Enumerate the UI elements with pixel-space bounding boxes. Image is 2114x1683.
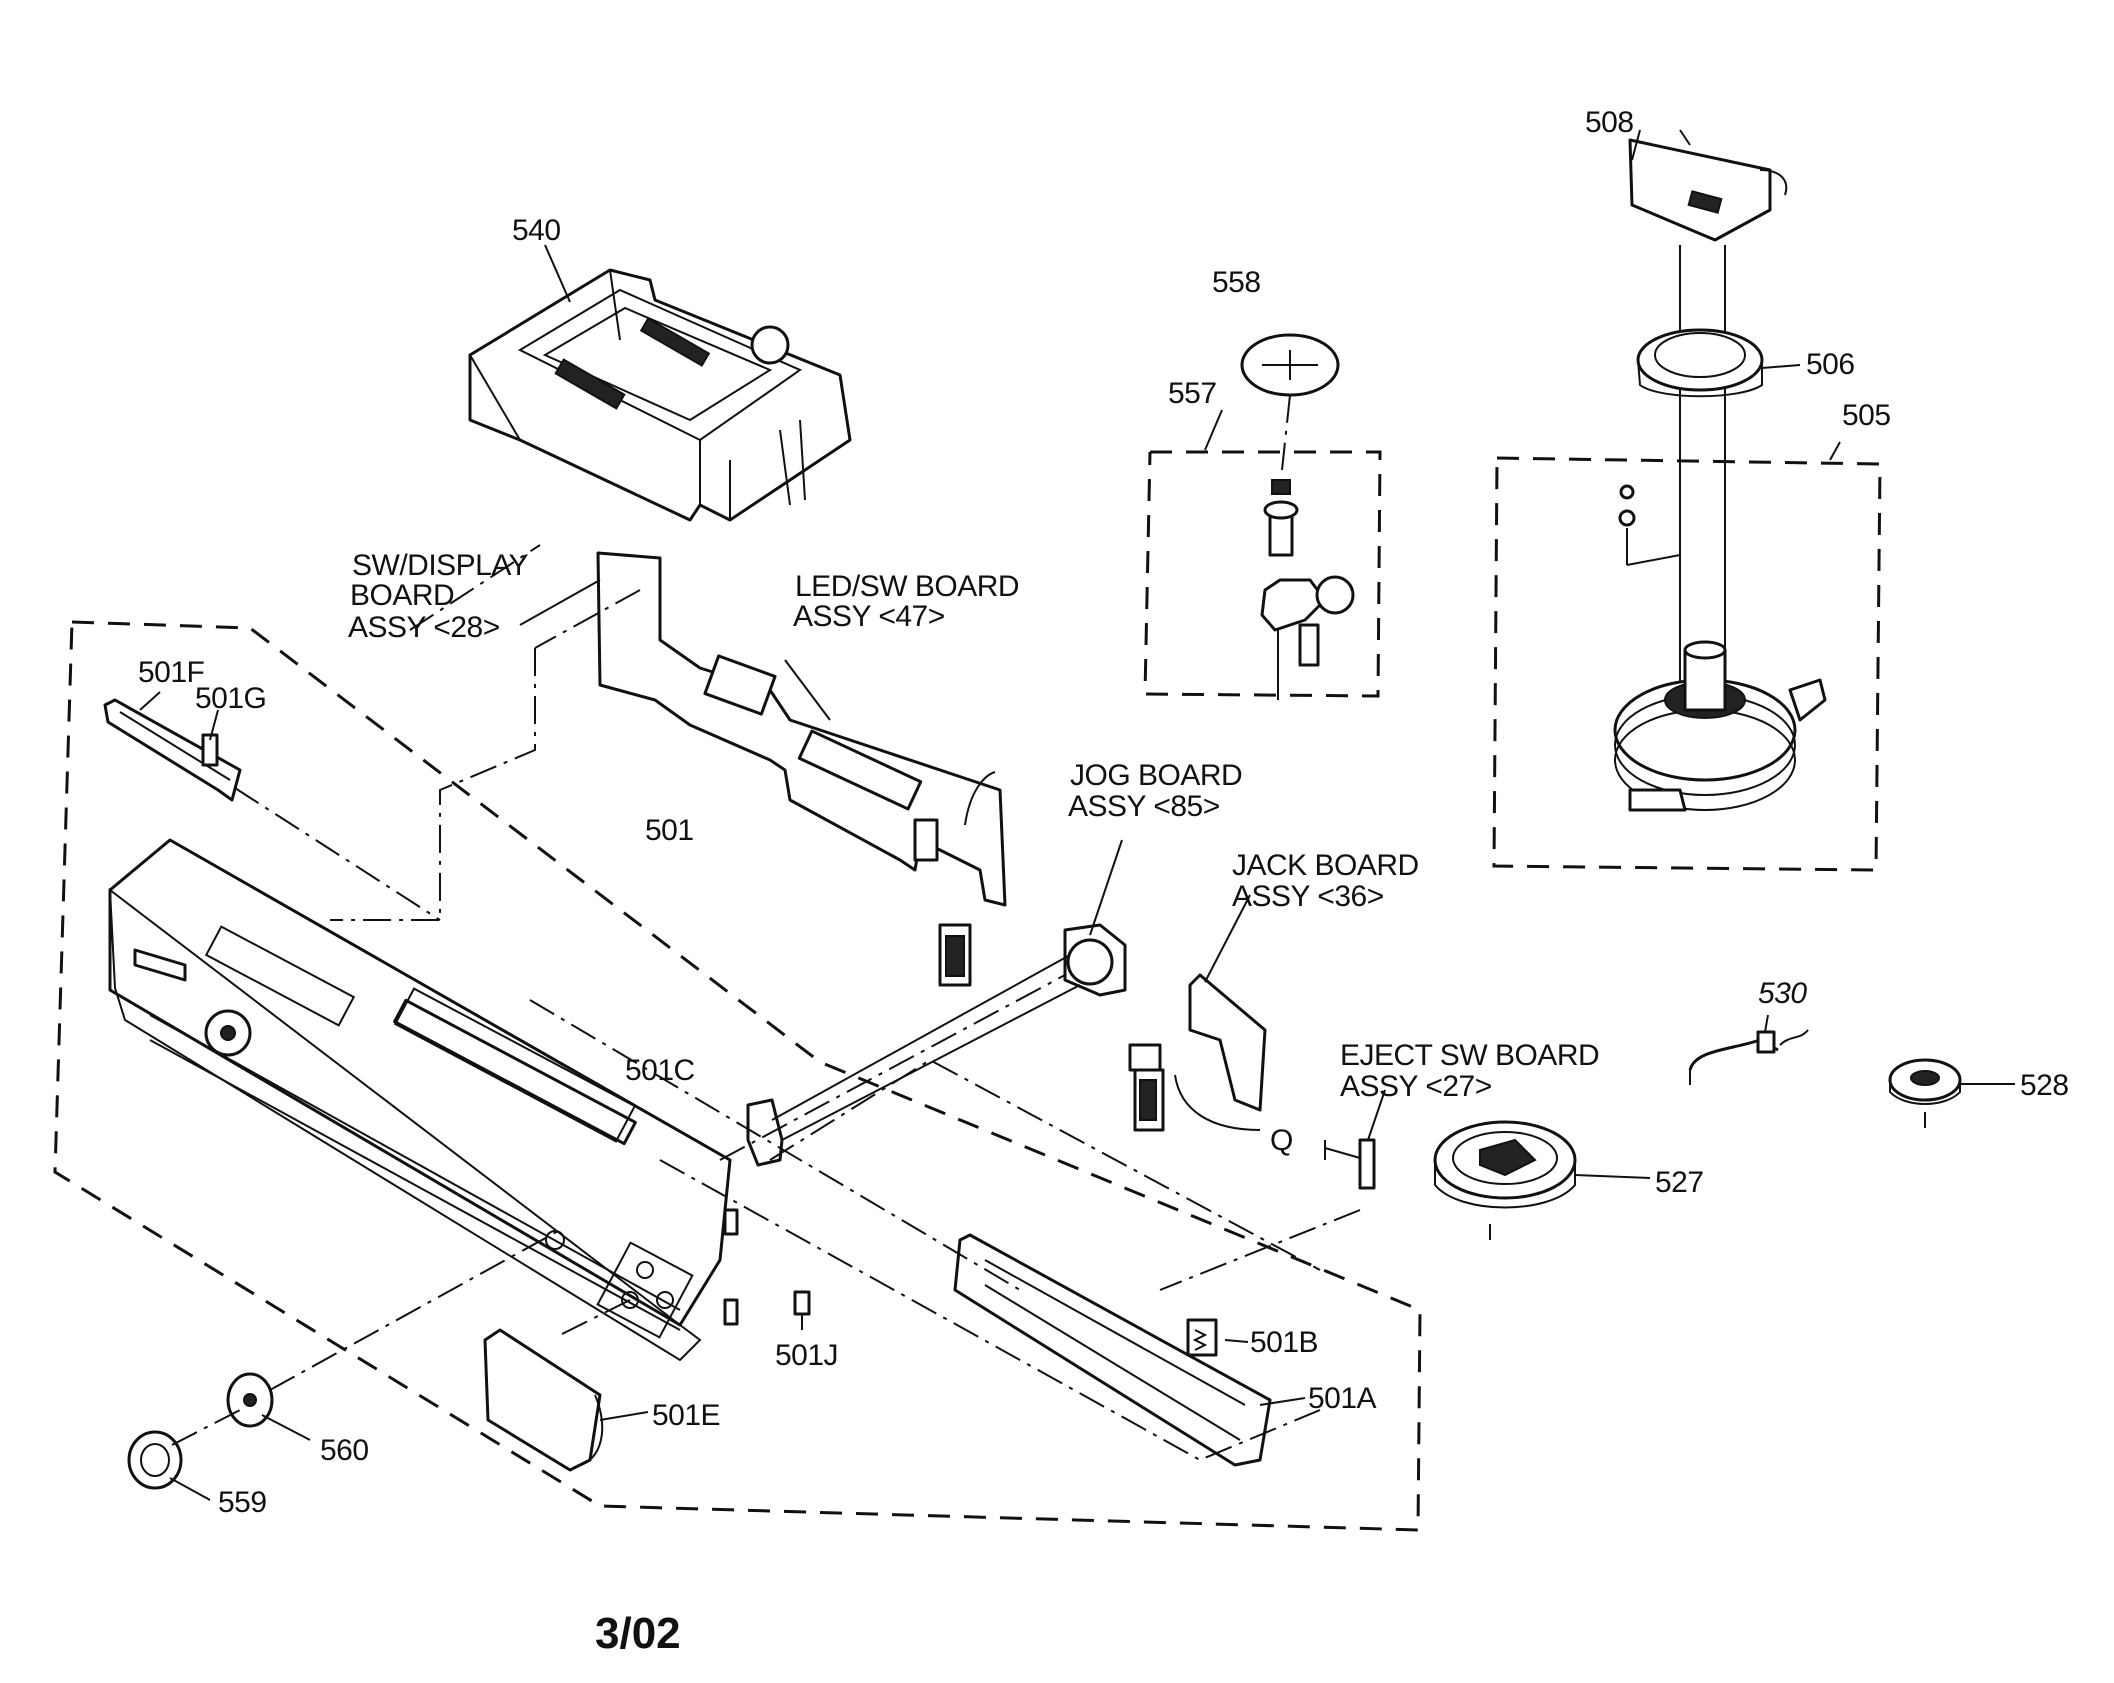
label-sw-display-line2: BOARD xyxy=(350,579,454,612)
part-501A-501B xyxy=(953,1233,1306,1467)
label-559: 559 xyxy=(218,1486,267,1519)
gear-527 xyxy=(1433,1120,1651,1240)
label-501C: 501C xyxy=(625,1054,695,1087)
label-eject-line1: EJECT SW BOARD xyxy=(1340,1039,1599,1072)
label-501F: 501F xyxy=(138,656,205,689)
knob-560 xyxy=(226,1229,561,1441)
label-sw-display-line1: SW/DISPLAY xyxy=(352,549,529,582)
label-jog-line2: ASSY <85> xyxy=(1068,790,1220,823)
label-q: Q xyxy=(1270,1124,1293,1157)
label-540: 540 xyxy=(512,214,561,247)
part-558 xyxy=(1240,333,1340,471)
label-530: 530 xyxy=(1758,977,1807,1010)
label-508: 508 xyxy=(1585,106,1634,139)
part-labels: 540 558 557 508 506 505 SW/DISPLAY BOARD… xyxy=(138,106,2069,1658)
part-530 xyxy=(1688,1014,1809,1085)
assembly-501-outline xyxy=(53,620,1422,1532)
eject-sw-board xyxy=(1159,1089,1386,1291)
sw-display-board xyxy=(596,551,1007,987)
part-557 xyxy=(1204,409,1355,700)
part-505 xyxy=(1613,441,1841,812)
label-jog-line1: JOG BOARD xyxy=(1070,759,1242,792)
jack-board-assy xyxy=(1128,894,1267,1132)
label-557: 557 xyxy=(1168,377,1217,410)
assembly-505-outline xyxy=(1492,456,1882,872)
label-528: 528 xyxy=(2020,1069,2069,1102)
label-527: 527 xyxy=(1655,1166,1704,1199)
spindle-axis xyxy=(1679,245,1726,700)
part-506 xyxy=(1636,328,1801,398)
part-501F-501G xyxy=(103,691,242,802)
label-sw-display-line3: ASSY <28> xyxy=(348,611,500,644)
label-506: 506 xyxy=(1806,348,1855,381)
label-560: 560 xyxy=(320,1434,369,1467)
front-panel-501 xyxy=(108,838,739,1362)
label-eject-line2: ASSY <27> xyxy=(1340,1070,1492,1103)
mechanism-540 xyxy=(468,244,852,522)
knob-559 xyxy=(127,1409,241,1501)
label-505: 505 xyxy=(1842,399,1891,432)
label-558: 558 xyxy=(1212,266,1261,299)
assembly-557-outline xyxy=(1143,450,1382,698)
assembly-lines xyxy=(234,544,1321,1462)
part-501E xyxy=(483,1328,649,1472)
label-501: 501 xyxy=(645,814,694,847)
date-code: 3/02 xyxy=(595,1609,681,1658)
label-led-sw-line1: LED/SW BOARD xyxy=(795,570,1019,603)
pulley-528 xyxy=(1888,1058,2015,1128)
label-501J: 501J xyxy=(775,1339,838,1372)
label-501B: 501B xyxy=(1250,1326,1318,1359)
label-501E: 501E xyxy=(652,1399,720,1432)
part-508 xyxy=(1628,129,1788,242)
label-led-sw-line2: ASSY <47> xyxy=(793,600,945,633)
label-501A: 501A xyxy=(1308,1382,1377,1415)
label-jack-line1: JACK BOARD xyxy=(1232,849,1419,882)
jog-board-assy xyxy=(746,839,1127,1167)
label-501G: 501G xyxy=(195,682,266,715)
label-jack-line2: ASSY <36> xyxy=(1232,880,1384,913)
part-501J xyxy=(793,1290,811,1330)
